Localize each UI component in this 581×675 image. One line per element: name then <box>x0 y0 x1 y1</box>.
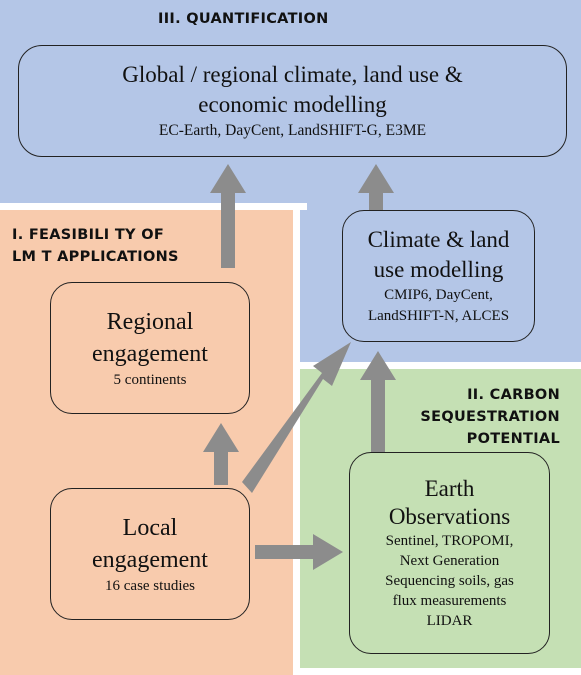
earth-box-subtitle-line4: flux measurements <box>392 593 507 609</box>
climate-box-subtitle-line2: LandSHIFT-N, ALCES <box>367 308 510 324</box>
region-divider <box>293 203 300 675</box>
global-modelling-box: Global / regional climate, land use & ec… <box>18 45 567 157</box>
region-divider <box>293 668 581 675</box>
earth-box-subtitle-line3: Sequencing soils, gas <box>385 573 514 589</box>
carbon-title-line2: SEQUESTRATION <box>420 409 560 425</box>
local-box-subtitle: 16 case studies <box>105 578 195 594</box>
regional-box-subtitle: 5 continents <box>113 372 187 388</box>
regional-engagement-box: Regional engagement 5 continents <box>50 282 250 414</box>
earth-observations-box: Earth Observations Sentinel, TROPOMI, Ne… <box>349 452 550 654</box>
feasibility-title-line1: I. FEASIBILI TY OF <box>12 227 165 243</box>
region-divider <box>0 203 307 210</box>
local-box-title-line1: Local <box>122 515 178 541</box>
regional-box-title-line2: engagement <box>92 341 208 367</box>
feasibility-title-line2: LM T APPLICATIONS <box>12 249 179 265</box>
arrow-earth-to-climate <box>360 351 396 452</box>
earth-box-title-line2: Observations <box>388 504 511 529</box>
carbon-title-line1: II. CARBON <box>467 387 560 403</box>
quantification-title: III. QUANTIFICATION <box>158 11 329 27</box>
global-box-title-line1: Global / regional climate, land use & <box>122 62 463 87</box>
arrow-climate-to-global <box>358 164 394 210</box>
local-engagement-box: Local engagement 16 case studies <box>50 488 250 620</box>
region-divider <box>293 362 581 369</box>
climate-box-subtitle-line1: CMIP6, DayCent, <box>384 287 493 303</box>
feasibility-title: I. FEASIBILI TY OF LM T APPLICATIONS <box>12 224 179 268</box>
carbon-title-line3: POTENTIAL <box>466 431 560 447</box>
earth-box-subtitle-line5: LIDAR <box>426 613 473 629</box>
arrow-local-to-regional <box>203 423 239 485</box>
regional-box-title-line1: Regional <box>106 309 194 335</box>
carbon-title: II. CARBON SEQUESTRATION POTENTIAL <box>360 384 560 450</box>
global-box-subtitle: EC-Earth, DayCent, LandSHIFT-G, E3ME <box>158 122 427 139</box>
local-box-title-line2: engagement <box>92 547 208 573</box>
arrow-local-to-earth <box>255 534 343 570</box>
earth-box-subtitle-line1: Sentinel, TROPOMI, <box>385 533 514 549</box>
climate-land-use-box: Climate & land use modelling CMIP6, DayC… <box>342 210 535 342</box>
climate-box-title-line2: use modelling <box>373 257 504 282</box>
arrow-regional-to-global <box>210 164 246 268</box>
earth-box-subtitle-line2: Next Generation <box>399 553 500 569</box>
earth-box-title-line1: Earth <box>424 476 475 501</box>
climate-box-title-line1: Climate & land <box>367 227 510 252</box>
arrow-local-to-climate <box>242 342 351 493</box>
global-box-title-line2: economic modelling <box>198 92 387 117</box>
